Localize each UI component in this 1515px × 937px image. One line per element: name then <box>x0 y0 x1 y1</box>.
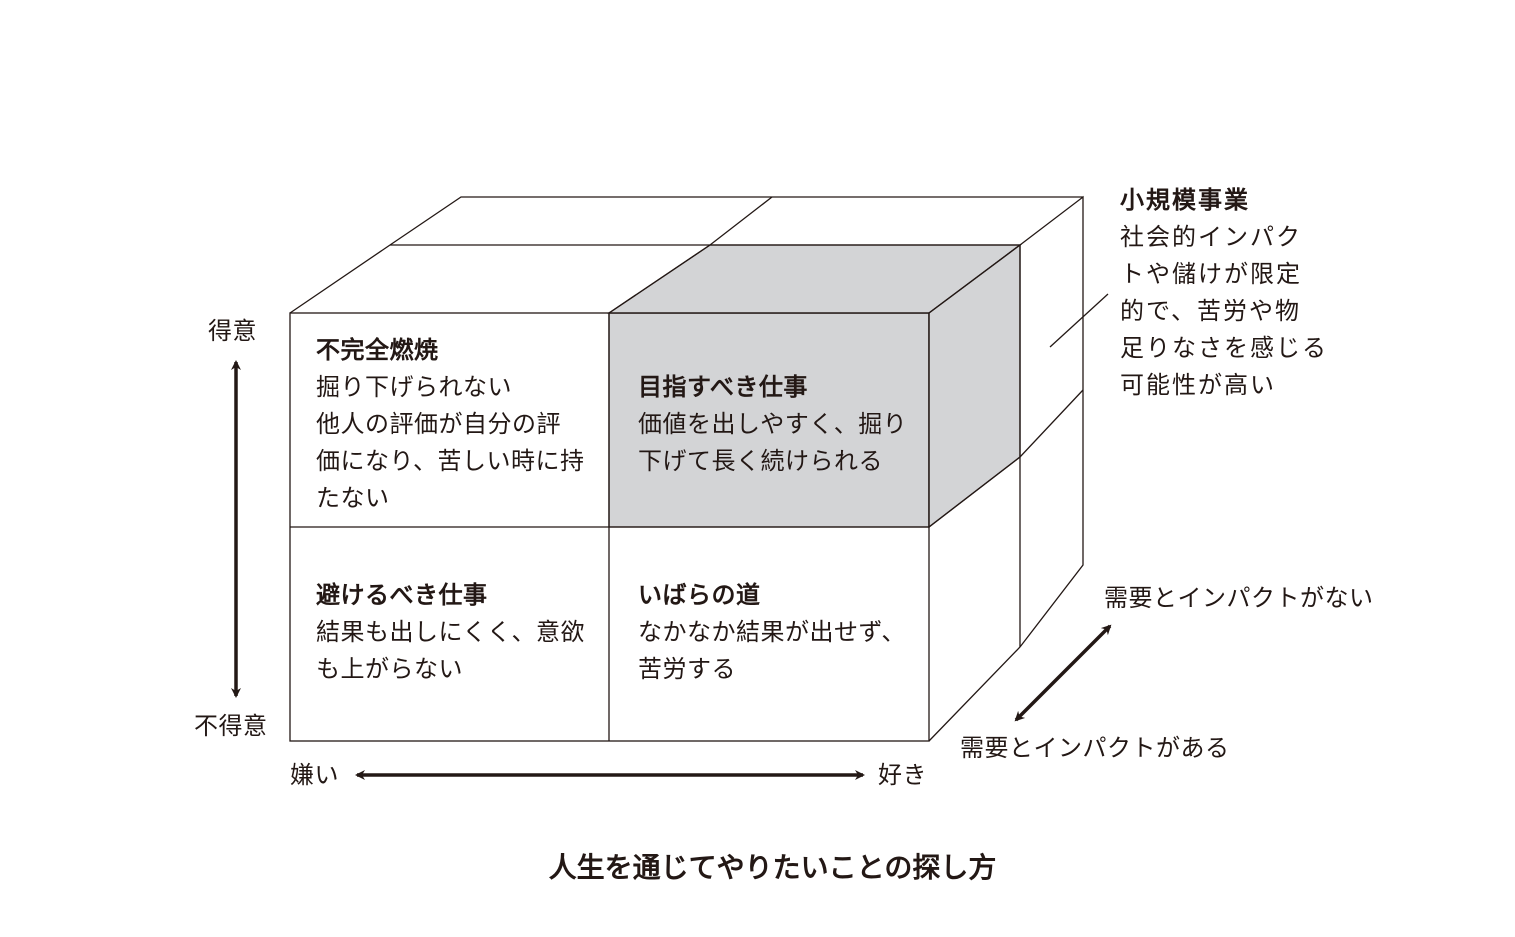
cell-title: いばらの道 <box>638 582 761 609</box>
callout-line: 的で、苦労や物 <box>1120 298 1302 325</box>
axis-label-dislike: 嫌い <box>290 762 339 789</box>
cell-title: 不完全燃焼 <box>316 337 439 364</box>
callout-small-business: 小規模事業 社会的インパク トや儲けが限定 的で、苦労や物 足りなさを感じる 可… <box>1120 182 1328 404</box>
diagram-caption: 人生を通じてやりたいことの探し方 <box>548 852 997 883</box>
cell-incomplete-combustion: 不完全燃焼 掘り下げられない 他人の評価が自分の評 価になり、苦しい時に持 たな… <box>316 332 585 517</box>
callout-line: 足りなさを感じる <box>1120 335 1328 362</box>
cell-target-work: 目指すべき仕事 価値を出しやすく、掘り 下げて長く続けられる <box>638 369 907 480</box>
cell-line: も上がらない <box>316 656 463 683</box>
cell-line: たない <box>316 485 390 512</box>
cell-line: 苦労する <box>638 656 736 683</box>
depth-arrow <box>1014 624 1112 722</box>
cell-line: 価値を出しやすく、掘り <box>638 411 908 438</box>
cell-avoid-work: 避けるべき仕事 結果も出しにくく、意欲 も上がらない <box>316 577 585 688</box>
cube-lines <box>289 195 1109 742</box>
axis-label-like: 好き <box>878 762 927 789</box>
cell-line: 掘り下げられない <box>316 374 512 401</box>
cell-thorny-path: いばらの道 なかなか結果が出せず、 苦労する <box>638 577 906 688</box>
axis-label-no-demand: 需要とインパクトがない <box>1104 585 1374 612</box>
cell-line: なかなか結果が出せず、 <box>638 619 906 646</box>
axis-label-not-good-at: 不得意 <box>194 713 268 740</box>
cell-title: 避けるべき仕事 <box>316 582 488 609</box>
axis-arrows <box>231 360 1112 780</box>
cell-line: 他人の評価が自分の評 <box>316 411 561 438</box>
cell-line: 下げて長く続けられる <box>638 448 883 475</box>
cell-line: 価になり、苦しい時に持 <box>316 448 585 475</box>
callout-line: トや儲けが限定 <box>1120 261 1302 288</box>
callout-leader <box>1049 293 1109 348</box>
axis-label-has-demand: 需要とインパクトがある <box>960 735 1230 762</box>
cell-line: 結果も出しにくく、意欲 <box>316 619 586 646</box>
cell-title: 目指すべき仕事 <box>638 374 808 401</box>
callout-line: 社会的インパク <box>1120 224 1302 251</box>
axis-label-good-at: 得意 <box>208 318 257 345</box>
callout-title: 小規模事業 <box>1120 187 1250 214</box>
callout-line: 可能性が高い <box>1120 372 1276 399</box>
